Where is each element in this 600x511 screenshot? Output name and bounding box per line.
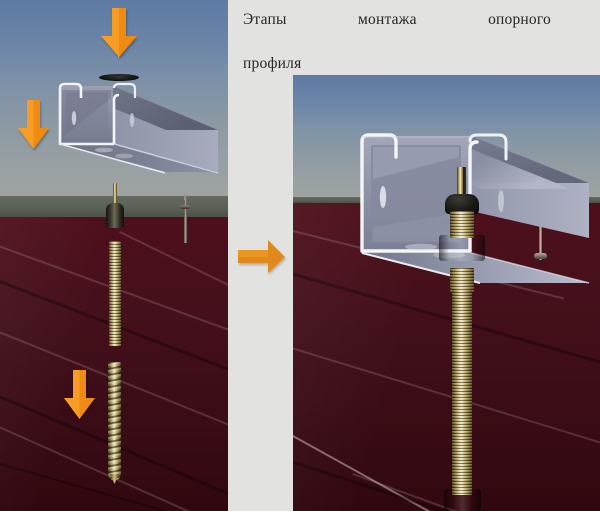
threaded-collar-right xyxy=(450,211,474,238)
sealing-cap-right xyxy=(445,194,479,214)
panel-assembled-view xyxy=(293,75,600,511)
page-title-line-1: Этапы монтажа опорного xyxy=(243,11,551,28)
page-title-line-2: профиля xyxy=(243,55,302,72)
detached-cap-base xyxy=(99,74,139,81)
background-screw-shank-right xyxy=(539,215,542,260)
background-screw-nut xyxy=(180,205,190,209)
arrow-nut-down xyxy=(101,8,137,57)
step-transition-arrow xyxy=(238,240,285,273)
mounting-channel-profile-right xyxy=(360,133,590,284)
mounting-channel-profile-left xyxy=(58,82,219,174)
roof-seam xyxy=(293,323,600,448)
stud-below-channel-right xyxy=(450,268,474,292)
arrow-screw-down xyxy=(64,370,95,419)
anchor-threaded-rod-left xyxy=(109,241,121,346)
background-screw-shank xyxy=(184,197,187,243)
roof-seam xyxy=(119,231,228,312)
long-threaded-shank-right xyxy=(452,289,472,495)
background-screw-tip xyxy=(183,192,187,200)
arrow-profile-down xyxy=(18,100,49,149)
stud-tip-shadow-right xyxy=(463,167,466,197)
anchor-stud-tip-left xyxy=(113,183,117,205)
bottom-hex-nut-shading-right xyxy=(444,489,481,511)
page-title: Этапы монтажа опорного профиля xyxy=(243,9,551,75)
stud-tip-right xyxy=(457,167,464,197)
anchor-collar-left xyxy=(106,203,124,228)
anchor-screw-point-left xyxy=(110,474,119,484)
panel-exploded-assembly-view xyxy=(0,0,228,511)
hex-nut-shading-right xyxy=(439,235,485,261)
roof-seam-highlight xyxy=(293,385,466,511)
anchor-wood-thread-left xyxy=(108,362,121,480)
background-screw-head-right xyxy=(534,253,547,259)
